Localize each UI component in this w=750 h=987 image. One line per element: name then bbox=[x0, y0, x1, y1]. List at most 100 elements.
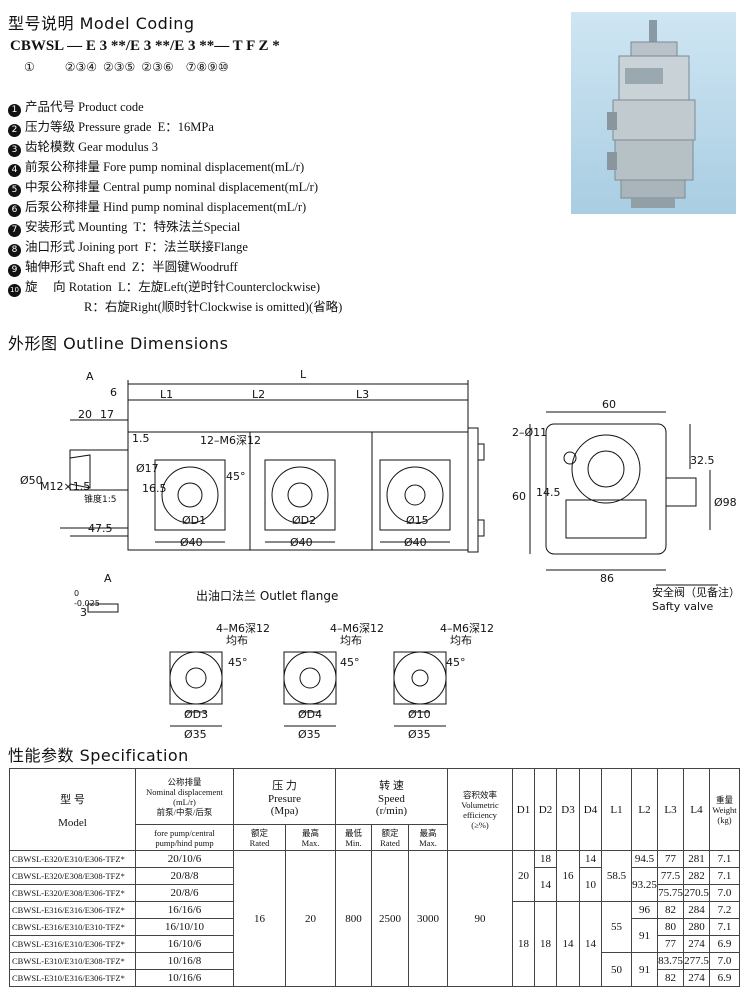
dim-l1: L1 bbox=[160, 388, 173, 401]
flange-even: 均布 bbox=[226, 634, 248, 647]
dim-16-5: 16.5 bbox=[142, 482, 167, 495]
dim-od3: ØD3 bbox=[184, 708, 208, 721]
label-a: A bbox=[86, 370, 94, 383]
dim-2-11: 2–Ø11 bbox=[512, 426, 547, 439]
dim-1-5: 1.5 bbox=[132, 432, 150, 445]
dim-6: 6 bbox=[110, 386, 117, 399]
dim-phi40: Ø40 bbox=[180, 536, 203, 549]
spec-heading: 性能参数 Specification bbox=[8, 746, 189, 765]
triple-pump-image bbox=[607, 20, 696, 208]
flange-45deg: 45° bbox=[446, 656, 466, 669]
th-d3: D3 bbox=[556, 768, 580, 851]
dim-20: 20 bbox=[78, 408, 92, 421]
dim-phi15: Ø15 bbox=[406, 514, 429, 527]
dim-l2: L2 bbox=[252, 388, 265, 401]
dim-phi98: Ø98 bbox=[714, 496, 737, 509]
label-a-section: A bbox=[104, 572, 112, 585]
flange-m6: 4–M6深12 bbox=[216, 622, 270, 635]
flange-m6: 4–M6深12 bbox=[440, 622, 494, 635]
dim-l: L bbox=[300, 368, 307, 381]
dim-47-5: 47.5 bbox=[88, 522, 113, 535]
dim-60v: 60 bbox=[512, 490, 526, 503]
dim-od4: ØD4 bbox=[298, 708, 322, 721]
legend-item-rotation-right: R：右旋Right(顺时针Clockwise is omitted)(省略) bbox=[84, 300, 343, 314]
dim-14-5: 14.5 bbox=[536, 486, 561, 499]
flange-m6: 4–M6深12 bbox=[330, 622, 384, 635]
flange-45deg: 45° bbox=[228, 656, 248, 669]
table-row: CBWSL-E316/E316/E306-TFZ*16/16/6 18 18 1… bbox=[9, 901, 740, 987]
dim-12-m6: 12–M6深12 bbox=[200, 434, 261, 447]
dim-phi35: Ø35 bbox=[298, 728, 321, 740]
dim-60: 60 bbox=[602, 398, 616, 411]
th-d4: D4 bbox=[579, 768, 602, 851]
safety-valve-cn: 安全阀（见备注） bbox=[652, 585, 740, 599]
dim-17: 17 bbox=[100, 408, 114, 421]
table-row: CBWSL-E310/E310/E308-TFZ*10/16/8 50 91 8… bbox=[9, 952, 740, 987]
dim-45deg: 45° bbox=[226, 470, 246, 483]
dim-tol-0: 0 bbox=[74, 589, 79, 598]
th-l1: L1 bbox=[601, 768, 632, 851]
dim-phi40: Ø40 bbox=[290, 536, 313, 549]
th-d2: D2 bbox=[534, 768, 557, 851]
dim-phi35: Ø35 bbox=[408, 728, 431, 740]
product-photo bbox=[571, 12, 736, 214]
dim-taper: 锥度1:5 bbox=[84, 493, 117, 505]
dim-tol: -0.025 bbox=[74, 599, 100, 608]
dim-phi50: Ø50 bbox=[20, 474, 43, 487]
flange-even: 均布 bbox=[340, 634, 362, 647]
outline-drawing: A 6 L L1 L2 L3 20 17 1.5 12–M6深12 45° Ø1… bbox=[20, 368, 740, 740]
dim-3: 3 bbox=[80, 606, 87, 619]
model-code-index-line: ① ②③④ ②③⑤ ②③⑥ ⑦⑧⑨⑩ bbox=[24, 60, 229, 74]
safety-valve-en: Safty valve bbox=[652, 600, 714, 613]
dim-phi17: Ø17 bbox=[136, 462, 159, 475]
flange-even: 均布 bbox=[450, 634, 472, 647]
th-l3: L3 bbox=[657, 768, 684, 851]
th-d1: D1 bbox=[512, 768, 535, 851]
outline-heading: 外形图 Outline Dimensions bbox=[8, 334, 229, 353]
model-code-line: CBWSL — E 3 **/E 3 **/E 3 **— T F Z * bbox=[10, 38, 280, 54]
flange-45deg: 45° bbox=[340, 656, 360, 669]
dim-phi35: Ø35 bbox=[184, 728, 207, 740]
dim-phi10: Ø10 bbox=[408, 708, 431, 721]
outlet-flange-caption: 出油口法兰 Outlet flange bbox=[196, 589, 338, 603]
dim-86: 86 bbox=[600, 572, 614, 585]
dim-phi40: Ø40 bbox=[404, 536, 427, 549]
th-disp-sub: fore pump/central pump/hind pump bbox=[135, 824, 234, 851]
th-l4: L4 bbox=[683, 768, 710, 851]
dim-l3: L3 bbox=[356, 388, 369, 401]
dim-m12: M12×1.5 bbox=[40, 480, 90, 493]
dim-32-5: 32.5 bbox=[690, 454, 715, 467]
dim-od1: ØD1 bbox=[182, 514, 206, 527]
table-row: CBWSL-E320/E308/E308-TFZ*20/8/8 14 10 93… bbox=[9, 867, 740, 902]
dim-od2: ØD2 bbox=[292, 514, 316, 527]
model-coding-heading: 型号说明 Model Coding bbox=[8, 14, 195, 33]
th-l2: L2 bbox=[631, 768, 658, 851]
